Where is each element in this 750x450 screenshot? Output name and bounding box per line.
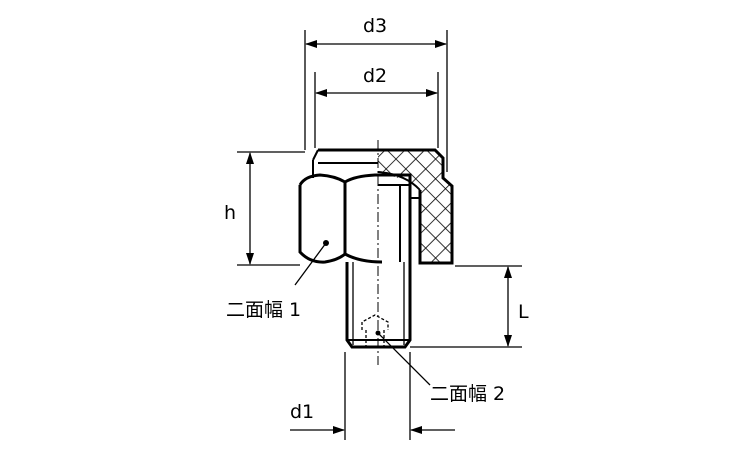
leader-width-across-flats-2 — [377, 332, 431, 386]
leader-width-across-flats-1 — [294, 242, 327, 286]
label-d3: d3 — [363, 15, 387, 37]
label-width-across-flats-2: 二面幅 2 — [430, 383, 505, 405]
knob-part — [298, 140, 454, 365]
label-l: L — [518, 301, 529, 323]
label-h: h — [224, 202, 236, 224]
label-d2: d2 — [363, 65, 387, 87]
label-d1: d1 — [290, 401, 314, 423]
extension-lines — [237, 30, 522, 440]
label-width-across-flats-1: 二面幅 1 — [226, 299, 301, 321]
